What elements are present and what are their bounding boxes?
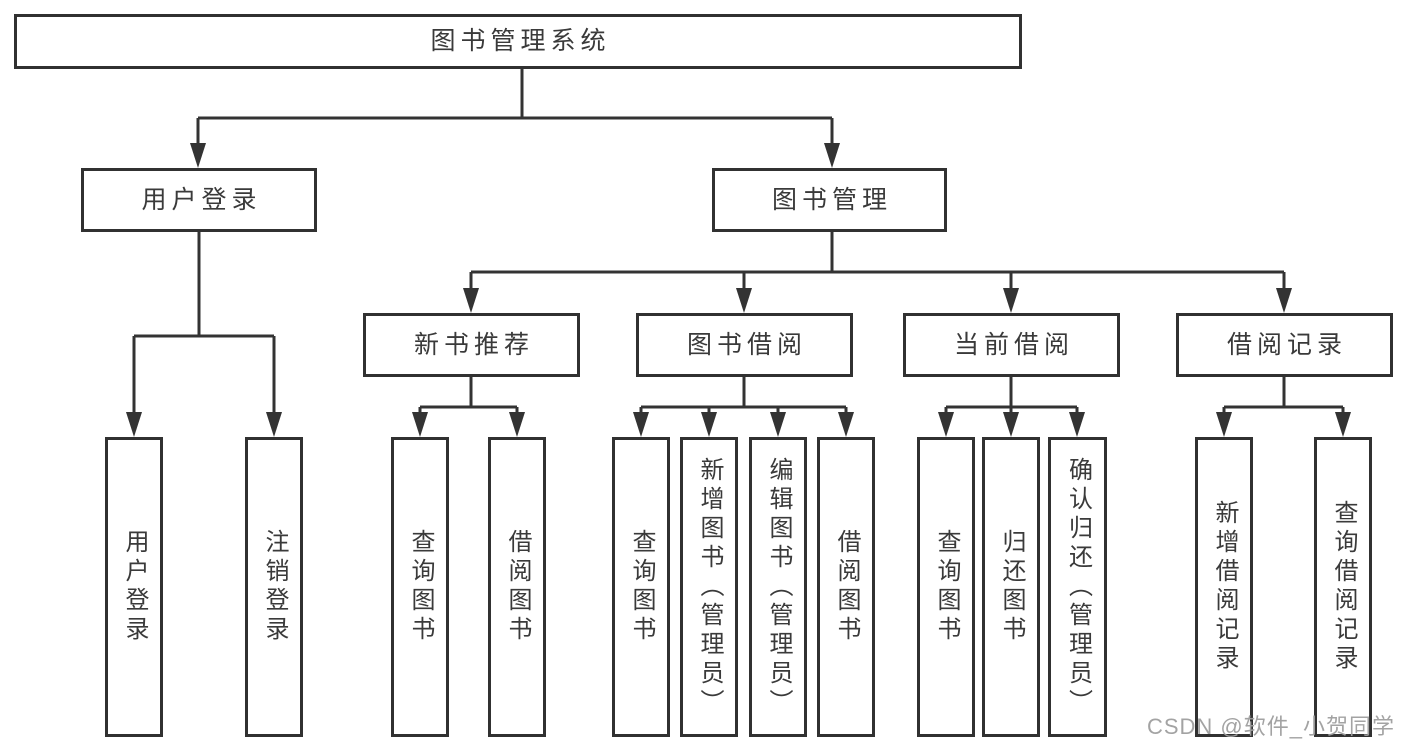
leaf-confirm-return-admin-label: 确认归还（管理员） <box>1064 456 1092 718</box>
leaf-add-book-admin: 新增图书（管理员） <box>680 437 738 737</box>
node-root-library-system: 图书管理系统 <box>14 14 1022 69</box>
leaf-add-book-admin-label: 新增图书（管理员） <box>696 456 723 718</box>
node-user-login: 用户登录 <box>81 168 317 232</box>
node-user-login-label: 用户登录 <box>141 185 262 214</box>
node-current-borrowing: 当前借阅 <box>903 313 1120 377</box>
leaf-search-books-current: 查询图书 <box>917 437 975 737</box>
node-borrowing-records-label: 借阅记录 <box>1226 330 1347 359</box>
leaf-borrow-books-recommend-label: 借阅图书 <box>504 529 531 645</box>
node-current-borrowing-label: 当前借阅 <box>953 330 1074 359</box>
node-borrowing-records: 借阅记录 <box>1176 313 1393 377</box>
leaf-borrow-books-borrowing: 借阅图书 <box>817 437 875 737</box>
leaf-search-borrow-record-label: 查询借阅记录 <box>1330 500 1357 674</box>
leaf-user-login: 用户登录 <box>105 437 163 737</box>
arrowheads <box>126 143 1351 437</box>
leaf-search-books-current-label: 查询图书 <box>933 529 960 645</box>
leaf-search-books-recommend: 查询图书 <box>391 437 449 737</box>
leaf-add-borrow-record: 新增借阅记录 <box>1195 437 1253 737</box>
node-new-book-recommend: 新书推荐 <box>363 313 580 377</box>
leaf-logout: 注销登录 <box>245 437 303 737</box>
leaf-search-books-recommend-label: 查询图书 <box>407 529 434 645</box>
csdn-watermark: CSDN @软件_小贺同学 <box>1146 714 1395 739</box>
node-book-management: 图书管理 <box>712 168 947 232</box>
node-new-book-recommend-label: 新书推荐 <box>413 330 534 359</box>
node-book-borrowing-label: 图书借阅 <box>686 330 807 359</box>
leaf-confirm-return-admin: 确认归还（管理员） <box>1048 437 1107 737</box>
connector-paths <box>132 69 1345 416</box>
leaf-edit-book-admin: 编辑图书（管理员） <box>749 437 807 737</box>
leaf-search-books-borrowing-label: 查询图书 <box>628 529 655 645</box>
leaf-add-borrow-record-label: 新增借阅记录 <box>1211 500 1238 674</box>
leaf-edit-book-admin-label: 编辑图书（管理员） <box>765 456 792 718</box>
node-root-label: 图书管理系统 <box>430 27 611 55</box>
node-book-management-label: 图书管理 <box>771 185 892 214</box>
leaf-borrow-books-borrowing-label: 借阅图书 <box>833 529 860 645</box>
leaf-search-borrow-record: 查询借阅记录 <box>1314 437 1372 737</box>
leaf-return-books-label: 归还图书 <box>998 529 1025 645</box>
leaf-return-books: 归还图书 <box>982 437 1040 737</box>
leaf-borrow-books-recommend: 借阅图书 <box>488 437 546 737</box>
leaf-search-books-borrowing: 查询图书 <box>612 437 670 737</box>
leaf-user-login-label: 用户登录 <box>121 529 148 645</box>
leaf-logout-label: 注销登录 <box>261 529 288 645</box>
node-book-borrowing: 图书借阅 <box>636 313 853 377</box>
